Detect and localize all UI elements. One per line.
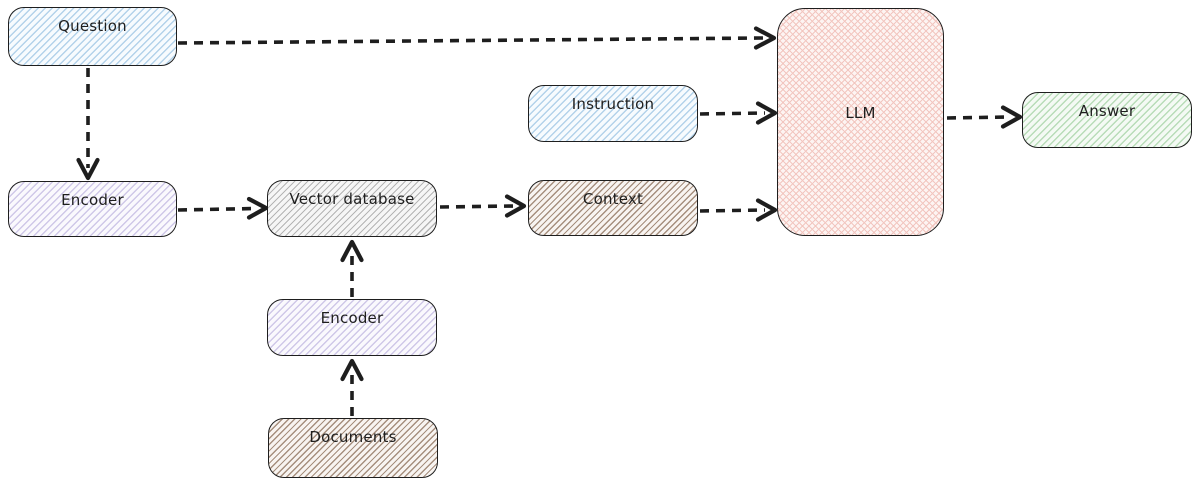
node-llm: LLM [777,8,944,236]
arrow-vector-database-to-context [439,194,527,218]
node-vector-database: Vector database [267,180,437,237]
arrowhead-right-icon [755,101,778,125]
node-instruction: Instruction [528,85,698,142]
node-encoder-documents-label: Encoder [320,309,384,327]
arrowhead-right-icon [753,26,777,50]
arrow-question-to-llm [177,26,777,50]
node-documents-label: Documents [309,428,397,446]
arrowhead-down-icon [76,157,100,181]
node-question: Question [8,7,177,66]
arrow-encoder-to-vector-database [177,196,269,220]
node-documents: Documents [268,418,438,478]
node-answer-label: Answer [1078,102,1136,120]
arrow-instruction-to-llm [699,101,778,125]
arrow-question-to-encoder [76,68,100,181]
node-context: Context [528,180,698,236]
node-encoder-documents: Encoder [267,299,437,356]
node-context-label: Context [582,190,644,208]
arrowhead-up-icon [340,358,364,382]
arrowhead-right-icon [246,196,269,220]
arrowhead-right-icon [504,194,527,218]
arrow-encoder-documents-to-vector-database [340,239,364,297]
node-llm-label: LLM [845,104,876,122]
arrowhead-up-icon [340,239,364,263]
arrowhead-right-icon [755,198,778,222]
node-question-label: Question [58,17,127,35]
node-answer: Answer [1022,92,1192,148]
node-instruction-label: Instruction [571,95,655,113]
node-vector-database-label: Vector database [289,190,415,208]
arrowhead-right-icon [1000,105,1023,129]
arrow-context-to-llm [699,198,778,222]
arrow-documents-to-encoder [340,358,364,416]
node-encoder-query-label: Encoder [61,191,124,209]
node-encoder-query: Encoder [8,181,177,237]
arrow-llm-to-answer [946,105,1023,129]
